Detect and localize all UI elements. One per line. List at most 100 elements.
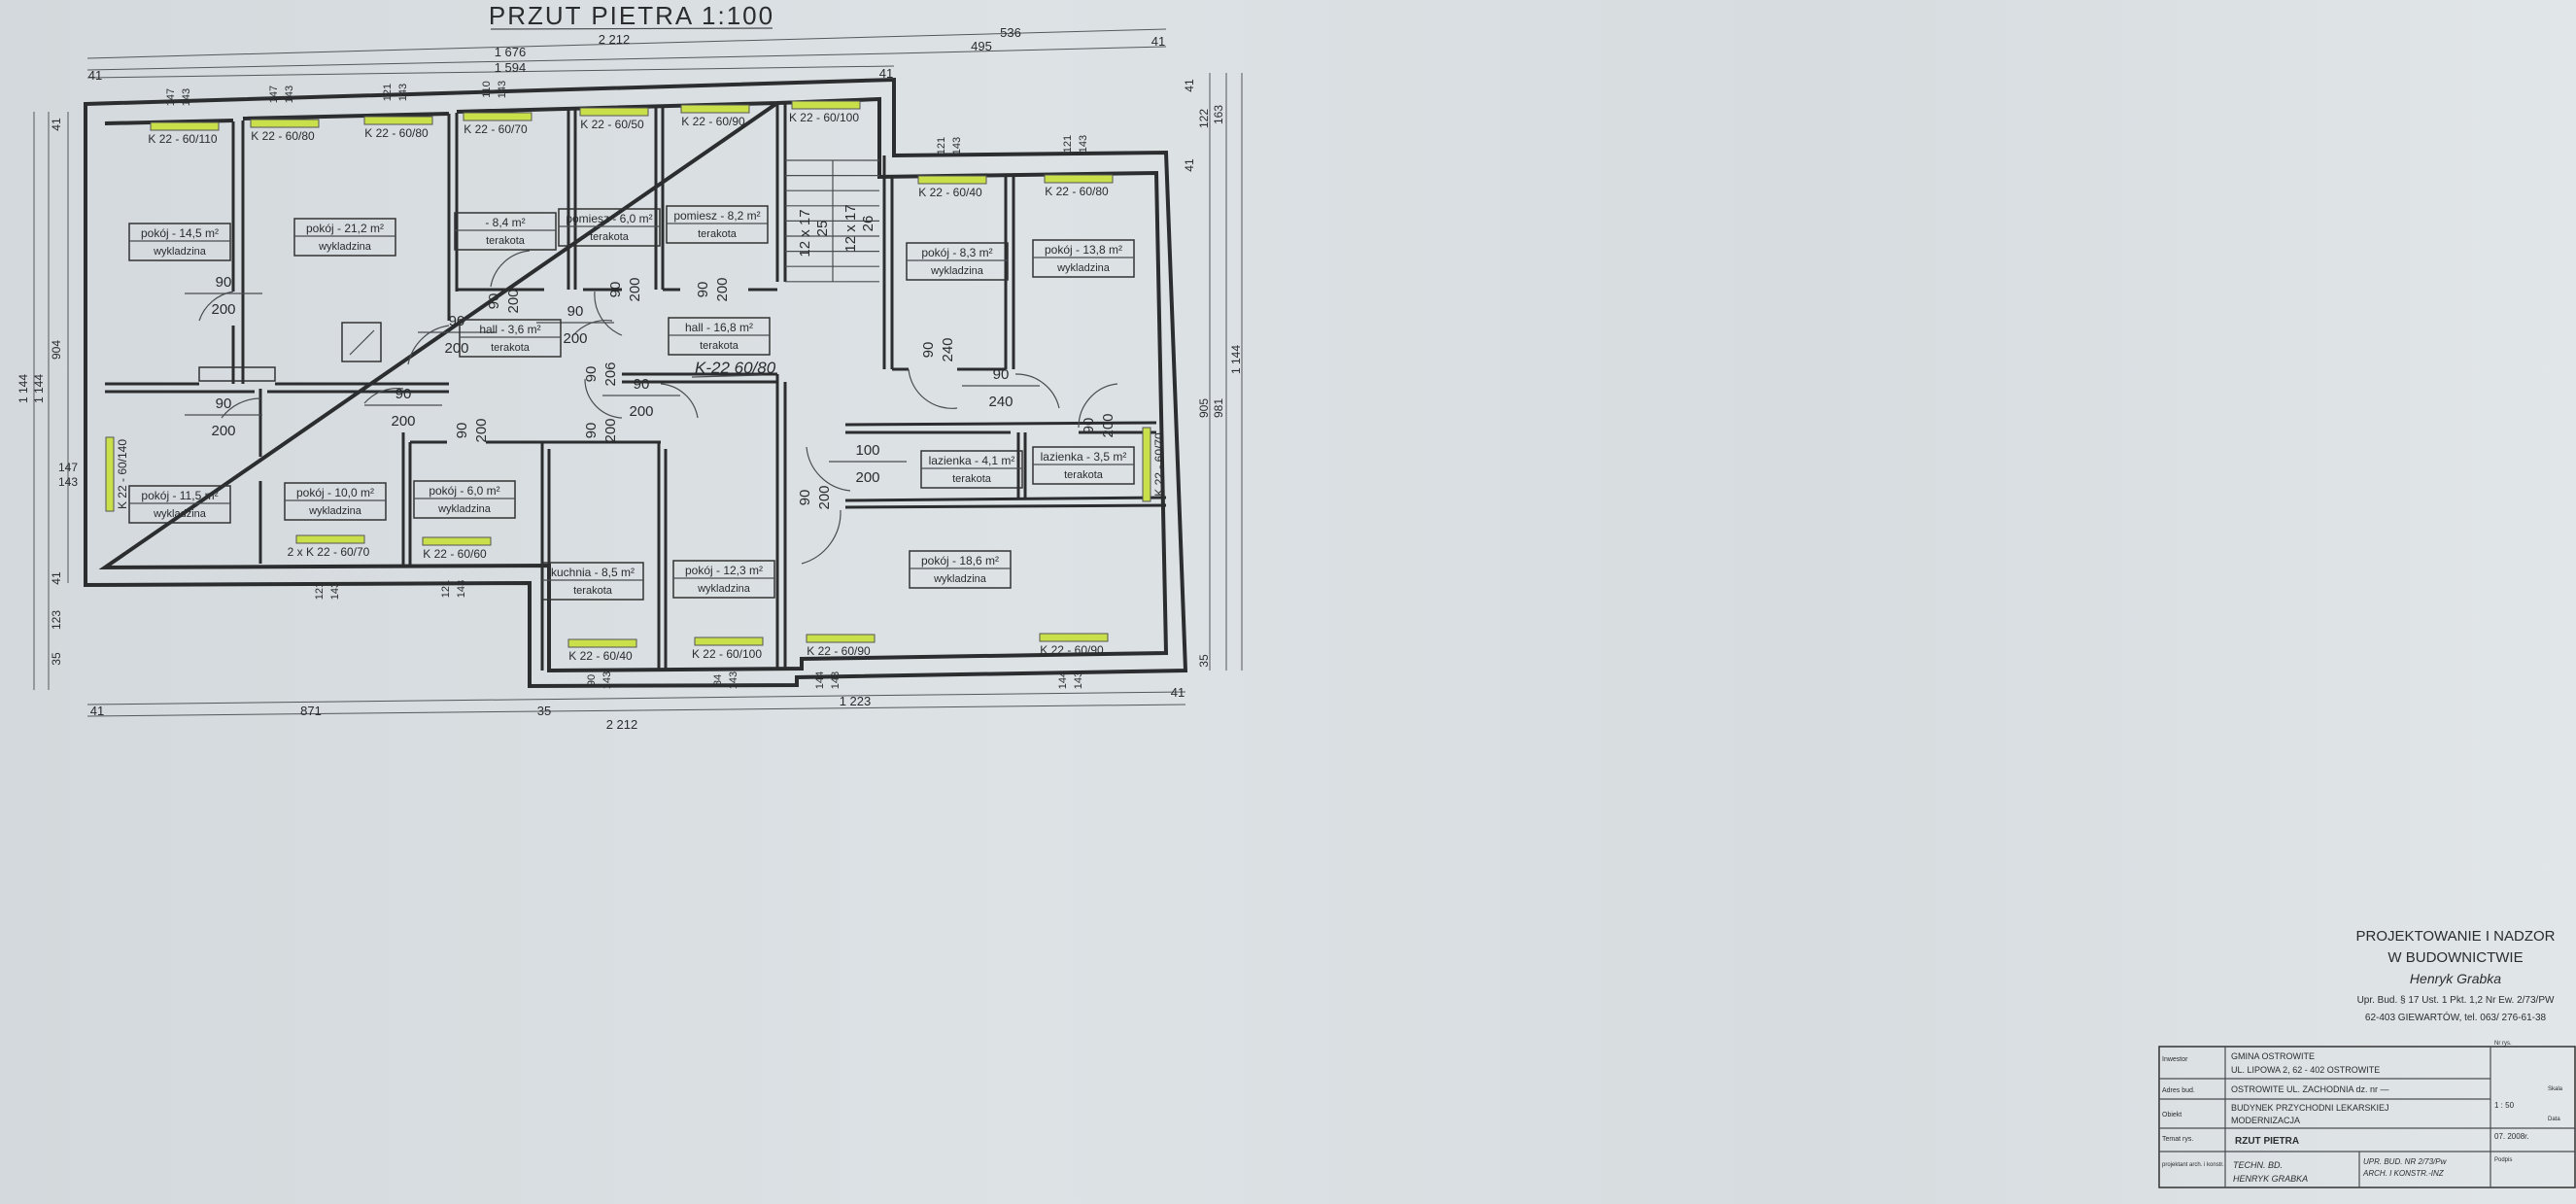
room-label-box <box>413 480 516 519</box>
window-width-dim: 144 <box>1057 671 1069 689</box>
room-floor-finish: terakota <box>573 585 613 597</box>
door-width: 90 <box>216 274 232 291</box>
door-height: 200 <box>855 469 879 486</box>
window-marker <box>917 175 987 185</box>
window-marker <box>1044 174 1114 184</box>
object-label: Obiekt <box>2162 1112 2181 1118</box>
door-width: 90 <box>1081 418 1097 434</box>
room-label-box <box>284 482 387 521</box>
scale-value: 1 : 50 <box>2494 1101 2515 1110</box>
door-swing <box>407 325 450 365</box>
door-swing <box>198 291 234 322</box>
room-floor-finish: terakota <box>700 340 739 352</box>
room-name-area: pokój - 18,6 m² <box>921 554 999 568</box>
window-label: K 22 - 60/90 <box>1040 643 1104 657</box>
room-floor-finish: wykladzina <box>697 583 751 595</box>
dimension-value: 35 <box>50 652 63 666</box>
room-name-area: pokój - 21,2 m² <box>306 222 384 235</box>
window-marker <box>463 112 532 121</box>
door-height: 200 <box>211 423 235 439</box>
dimension-value: 41 <box>1151 34 1165 49</box>
door-swing <box>1014 373 1060 409</box>
room-floor-finish: wykladzina <box>153 246 207 258</box>
window-label: 2 x K 22 - 60/70 <box>288 545 370 559</box>
door-height: 200 <box>563 330 587 347</box>
dimension-value: 35 <box>537 704 551 718</box>
topic-label: Temat rys. <box>2162 1136 2193 1143</box>
window-height-dim: 143 <box>951 137 963 155</box>
room-floor-finish: terakota <box>491 342 531 354</box>
door-swing <box>363 387 404 404</box>
door-swing <box>594 291 623 336</box>
room-label-box <box>666 205 769 244</box>
door-height: 200 <box>211 301 235 318</box>
object-name: BUDYNEK PRZYCHODNI LEKARSKIEJ <box>2231 1103 2389 1113</box>
window-height-dim: 143 <box>497 81 508 98</box>
dimension-value: 871 <box>300 704 322 718</box>
drawing-topic: RZUT PIETRA <box>2235 1136 2299 1147</box>
door-height: 240 <box>940 337 956 361</box>
window-width-dim: 147 <box>268 86 280 103</box>
door-width: 90 <box>216 396 232 412</box>
window-marker <box>105 436 115 512</box>
room-label-box <box>558 208 661 247</box>
investor-name: GMINA OSTROWITE <box>2231 1051 2315 1061</box>
room-floor-finish: terakota <box>486 235 526 247</box>
dimension-value: 495 <box>971 39 992 53</box>
door-height: 200 <box>1100 413 1116 437</box>
window-marker <box>579 107 649 117</box>
door-height: 200 <box>627 277 643 301</box>
door-height: 206 <box>602 361 619 386</box>
window-marker <box>694 636 764 646</box>
designer-name: HENRYK GRABKA <box>2233 1174 2308 1184</box>
window-marker <box>422 536 492 546</box>
window-label: K 22 - 60/90 <box>681 115 745 128</box>
window-width-dim: 147 <box>165 88 177 106</box>
stair-rise: 25 <box>814 221 831 237</box>
room-label-box <box>1032 239 1135 278</box>
dimension-value: 904 <box>50 340 63 360</box>
window-marker <box>567 638 637 648</box>
dimension-value: 41 <box>50 571 63 585</box>
title-block-frame <box>2158 1046 2576 1188</box>
window-width-dim: 121 <box>314 582 326 600</box>
window-height-dim: 143 <box>601 671 613 689</box>
ventilation-ducts <box>198 366 276 382</box>
handwritten-window-note: K-22 60/80 <box>695 359 776 377</box>
door-swing <box>660 383 699 419</box>
window-marker <box>806 634 876 643</box>
room-name-area: lazienka - 4,1 m² <box>929 454 1015 467</box>
stamp-line: PROJEKTOWANIE I NADZOR <box>2355 928 2555 945</box>
dimension-value: 1 144 <box>1229 345 1243 374</box>
title-underline <box>490 27 773 30</box>
dimension-value: 41 <box>1183 79 1196 92</box>
window-label: K 22 - 60/100 <box>692 647 762 661</box>
room-name-area: hall - 3,6 m² <box>479 323 540 336</box>
room-floor-finish: wykladzina <box>308 505 362 517</box>
dimension-value: 2 212 <box>606 717 638 732</box>
designer-title: TECHN. BD. <box>2233 1160 2283 1170</box>
room-floor-finish: terakota <box>1064 469 1104 481</box>
room-name-area: pomiesz - 8,2 m² <box>673 209 760 223</box>
door-width: 90 <box>993 366 1010 383</box>
door-height: 200 <box>391 413 415 430</box>
signature-label: Podpis <box>2494 1157 2512 1163</box>
title-block: Inwestor GMINA OSTROWITE UL. LIPOWA 2, 6… <box>2158 1041 2576 1188</box>
dimension-value: 2 212 <box>599 32 631 47</box>
room-name-area: pokój - 11,5 m² <box>141 489 218 502</box>
